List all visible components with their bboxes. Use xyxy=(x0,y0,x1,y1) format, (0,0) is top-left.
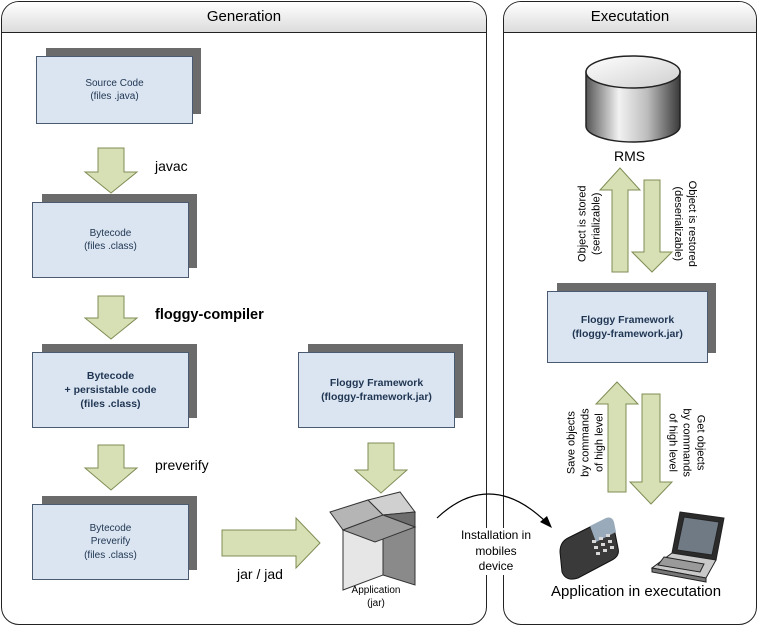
source-code-title: Source Code xyxy=(85,77,144,89)
installation-arrowhead xyxy=(540,516,552,528)
floggy-compiler-label: floggy-compiler xyxy=(155,307,264,323)
installation-arrow xyxy=(436,493,547,523)
source-code-box: Source Code (files .java) xyxy=(36,56,193,124)
rms-label: RMS xyxy=(614,148,646,164)
object-restored-label: Object is restored (deserializable) xyxy=(670,174,698,274)
arrow-framework-to-app xyxy=(353,442,409,494)
laptop-icon xyxy=(650,511,725,583)
object-stored-line2: (serializable) xyxy=(590,192,602,255)
bytecode-box: Bytecode (files .class) xyxy=(32,202,189,278)
preverify-label: preverify xyxy=(155,457,209,473)
arrow-floggy-compiler xyxy=(83,295,139,340)
installation-label: Installation in mobiles device xyxy=(446,528,546,575)
bytecode-persistable-files: (files .class) xyxy=(80,398,141,411)
source-code-subtitle: (files .java) xyxy=(90,91,139,102)
object-stored-label: Object is stored (serializable) xyxy=(576,174,604,274)
rms-database-icon xyxy=(585,55,681,143)
bytecode-title: Bytecode xyxy=(89,227,132,239)
arrow-javac xyxy=(83,147,139,194)
floggy-framework-jar-executation: (floggy-framework.jar) xyxy=(572,328,683,340)
arrow-preverify xyxy=(83,444,139,491)
arrow-object-restored xyxy=(630,179,674,273)
get-objects-line2: by commands xyxy=(680,408,693,477)
bytecode-preverify-title: Bytecode xyxy=(89,522,132,534)
application-title: Application xyxy=(351,585,401,596)
bytecode-preverify-box: Bytecode Preverify (files .class) xyxy=(32,504,189,580)
save-objects-label: Save objects by commands of high level xyxy=(565,393,606,493)
save-objects-line2: by commands xyxy=(579,408,592,477)
application-in-executation-label: Application in executation xyxy=(551,583,722,600)
arrow-object-stored xyxy=(598,167,642,273)
get-objects-line1: Get objects xyxy=(694,414,707,471)
floggy-framework-box-executation: Floggy Framework (floggy-framework.jar) xyxy=(547,291,708,363)
bytecode-persistable-title: Bytecode xyxy=(86,369,135,382)
arrow-save-objects xyxy=(594,381,640,493)
floggy-framework-box-generation: Floggy Framework (floggy-framework.jar) xyxy=(298,352,455,428)
installation-line1: Installation in xyxy=(446,528,546,544)
object-restored-line2: (deserializable) xyxy=(672,186,684,262)
generation-title: Generation xyxy=(2,2,486,33)
arrow-jar-jad xyxy=(221,516,321,570)
save-objects-line1: Save objects xyxy=(565,411,578,475)
save-objects-line3: of high level xyxy=(592,413,605,472)
floggy-framework-jar-generation: (floggy-framework.jar) xyxy=(321,391,432,403)
application-jar-label: Application (jar) xyxy=(336,584,416,610)
jar-jad-label: jar / jad xyxy=(237,566,283,582)
bytecode-persistable-code: + persistable code xyxy=(64,383,157,396)
object-stored-line1: Object is stored xyxy=(576,185,589,262)
bytecode-persistable-box: Bytecode + persistable code (files .clas… xyxy=(32,352,189,428)
bytecode-preverify-files: (files .class) xyxy=(84,549,137,561)
floggy-framework-title-generation: Floggy Framework xyxy=(329,376,424,389)
floggy-framework-title-executation: Floggy Framework xyxy=(580,313,675,326)
application-box-icon xyxy=(329,491,417,591)
installation-line3: device xyxy=(446,559,546,575)
javac-label: javac xyxy=(155,158,188,174)
application-jar: (jar) xyxy=(367,598,385,609)
bytecode-subtitle: (files .class) xyxy=(84,241,137,252)
object-restored-line1: Object is restored xyxy=(685,180,698,267)
executation-title: Executation xyxy=(504,2,756,33)
installation-line2: mobiles xyxy=(446,543,546,560)
get-objects-line3: of high level xyxy=(667,413,680,472)
bytecode-preverify-subtitle: Preverify xyxy=(90,536,131,548)
arrow-get-objects xyxy=(628,393,674,505)
get-objects-label: Get objects by commands of high level xyxy=(665,393,707,493)
mobile-phone-icon xyxy=(559,517,619,580)
